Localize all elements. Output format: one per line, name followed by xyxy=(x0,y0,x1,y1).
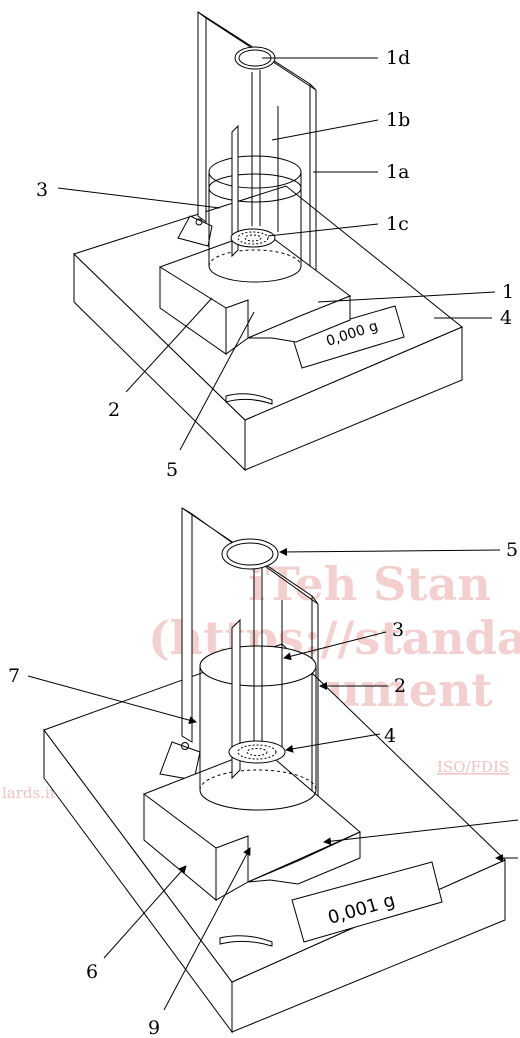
beaker-rim-2 xyxy=(199,645,317,687)
leader-3 xyxy=(57,187,221,209)
label-2: 2 xyxy=(108,399,120,421)
label-1: 1 xyxy=(502,281,514,303)
label-4: 4 xyxy=(500,307,512,329)
label-1a: 1a xyxy=(386,161,409,183)
hanger-plate xyxy=(231,124,239,258)
label-1c: 1c xyxy=(386,213,409,235)
sieve-basket-2 xyxy=(228,740,286,764)
top-diagram: 0,000 g xyxy=(36,11,514,481)
leader-b3 xyxy=(283,631,387,661)
leader-1 xyxy=(317,291,496,303)
watermark-line-2: (https://standa xyxy=(148,611,520,665)
hanger-plate-2 xyxy=(231,618,241,780)
leader-b9 xyxy=(163,847,251,1011)
bottom-diagram: 0,001 g xyxy=(8,507,519,1038)
label-5: 5 xyxy=(166,459,178,481)
leader-b7 xyxy=(27,675,197,725)
support-arc-2 xyxy=(219,935,273,947)
leader-b4 xyxy=(285,733,381,753)
label-b2: 2 xyxy=(394,675,406,697)
label-1d: 1d xyxy=(386,47,410,69)
label-3: 3 xyxy=(36,179,48,201)
leader-2 xyxy=(125,297,213,393)
beaker-rim xyxy=(208,155,302,189)
leader-5 xyxy=(179,311,255,451)
label-1b: 1b xyxy=(386,109,410,131)
balance-display-bottom xyxy=(291,861,443,943)
leader-1b xyxy=(271,119,379,141)
foot-left xyxy=(177,215,213,247)
label-b9: 9 xyxy=(148,1017,160,1038)
watermark-line-1: iTeh Stan xyxy=(248,557,491,611)
leader-b5 xyxy=(279,547,501,556)
label-b4: 4 xyxy=(384,725,396,747)
support-arc xyxy=(225,393,273,405)
label-b3: 3 xyxy=(392,619,404,641)
label-b5: 5 xyxy=(506,539,518,561)
leader-b1 xyxy=(323,819,519,846)
label-b7: 7 xyxy=(8,665,20,687)
frame-left-post-2 xyxy=(181,507,193,743)
balance-display-top xyxy=(291,305,405,369)
label-b6: 6 xyxy=(86,961,98,983)
watermark-line-4: ISO/FDIS xyxy=(437,758,509,776)
ring-outer-2 xyxy=(221,538,279,570)
leader-b6 xyxy=(103,865,187,959)
frame-left-post xyxy=(197,11,207,223)
leader-1c xyxy=(267,223,379,237)
